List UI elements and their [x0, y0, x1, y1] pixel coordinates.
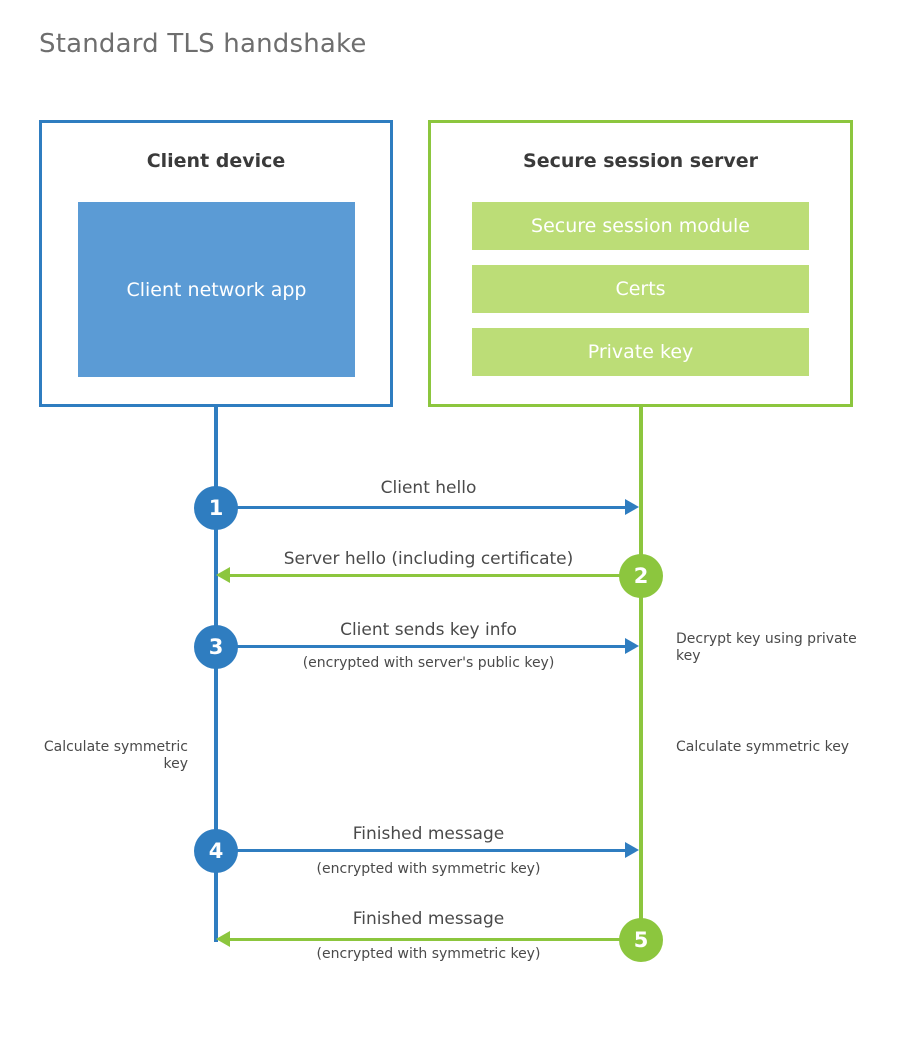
step-5-message-label: Finished message [352, 909, 505, 929]
arrow-shaft [216, 645, 625, 648]
arrow-head-icon [216, 931, 230, 947]
arrow-head-icon [216, 567, 230, 583]
step-marker-2: 2 [619, 554, 663, 598]
page-title: Standard TLS handshake [39, 29, 367, 59]
server-lifeline [639, 406, 643, 942]
step-4-message-sublabel: (encrypted with symmetric key) [316, 861, 541, 877]
server-component-certs: Certs [472, 265, 809, 313]
arrow-head-icon [625, 638, 639, 654]
client-device-title: Client device [146, 150, 286, 172]
arrow-shaft [230, 574, 639, 577]
client-lifeline [214, 406, 218, 942]
arrow-head-icon [625, 499, 639, 515]
client-device-box: Client device Client network app [39, 120, 393, 407]
step-4-message-label: Finished message [352, 824, 505, 844]
arrow-head-icon [625, 842, 639, 858]
annotation-decrypt-key: Decrypt key using private key [676, 631, 857, 664]
client-network-app-block: Client network app [78, 202, 355, 377]
secure-session-server-box: Secure session server Secure session mod… [428, 120, 853, 407]
arrow-shaft [216, 506, 625, 509]
server-component-label: Private key [587, 341, 694, 363]
annotation-server-calculate-symmetric-key: Calculate symmetric key [676, 739, 850, 755]
annotation-client-calculate-symmetric-key: Calculate symmetric key [43, 739, 188, 772]
step-marker-3: 3 [194, 625, 238, 669]
step-3-message-label: Client sends key info [340, 620, 517, 640]
step-5-message-sublabel: (encrypted with symmetric key) [316, 946, 541, 962]
step-marker-1: 1 [194, 486, 238, 530]
client-network-app-label: Client network app [126, 278, 307, 301]
step-marker-4: 4 [194, 829, 238, 873]
step-1-message-label: Client hello [380, 478, 477, 498]
server-component-label: Certs [615, 278, 666, 300]
step-2-message-label: Server hello (including certificate) [283, 549, 574, 569]
arrow-shaft [230, 938, 639, 941]
secure-session-server-title: Secure session server [523, 150, 758, 172]
server-component-secure-session-module: Secure session module [472, 202, 809, 250]
arrow-shaft [216, 849, 625, 852]
step-3-message-sublabel: (encrypted with server's public key) [302, 655, 555, 671]
server-component-private-key: Private key [472, 328, 809, 376]
step-marker-5: 5 [619, 918, 663, 962]
server-component-label: Secure session module [531, 215, 750, 237]
